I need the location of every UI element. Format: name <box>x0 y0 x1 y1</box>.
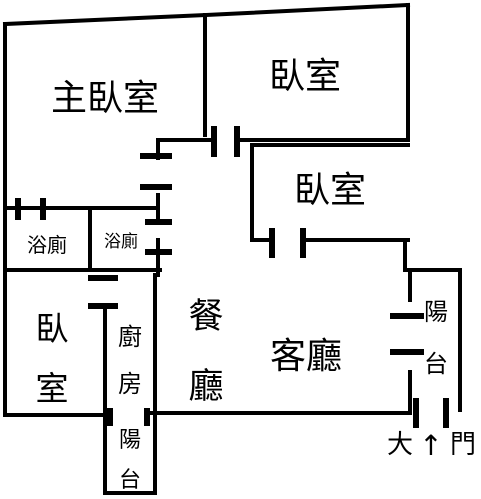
room-labels: 主臥室 臥室 臥室 浴廁 浴廁 臥 室 廚 房 陽 台 餐 廳 客廳 陽 台 <box>27 56 448 493</box>
entrance-arrow-icon: ↑ <box>419 429 442 462</box>
label-balcony-right-char-2: 台 <box>424 350 448 378</box>
label-bedroom-top-right: 臥室 <box>269 56 341 97</box>
label-bedroom-middle-right: 臥室 <box>294 170 366 211</box>
label-balcony-bottom-char-1: 陽 <box>119 428 141 453</box>
label-bedroom-bottom-left-char-2: 室 <box>36 369 69 408</box>
label-kitchen-char-2: 房 <box>118 370 142 398</box>
label-balcony-right-char-1: 陽 <box>424 298 448 326</box>
label-bedroom-bottom-left-char-1: 臥 <box>36 309 69 348</box>
main-entrance: 大 ↑ 門 <box>387 429 476 462</box>
label-master-bedroom: 主臥室 <box>51 78 159 119</box>
entrance-label-left: 大 <box>387 430 413 460</box>
label-dining-char-1: 餐 <box>188 297 223 337</box>
doors <box>15 126 449 428</box>
label-living-room: 客廳 <box>270 336 342 377</box>
label-bathroom-right: 浴廁 <box>104 231 138 252</box>
entrance-label-right: 門 <box>450 430 476 460</box>
label-balcony-bottom-char-2: 台 <box>119 468 141 493</box>
label-bathroom-left: 浴廁 <box>27 233 67 257</box>
walls <box>2 2 462 495</box>
label-dining-char-2: 廳 <box>188 367 223 407</box>
label-kitchen-char-1: 廚 <box>118 323 142 351</box>
